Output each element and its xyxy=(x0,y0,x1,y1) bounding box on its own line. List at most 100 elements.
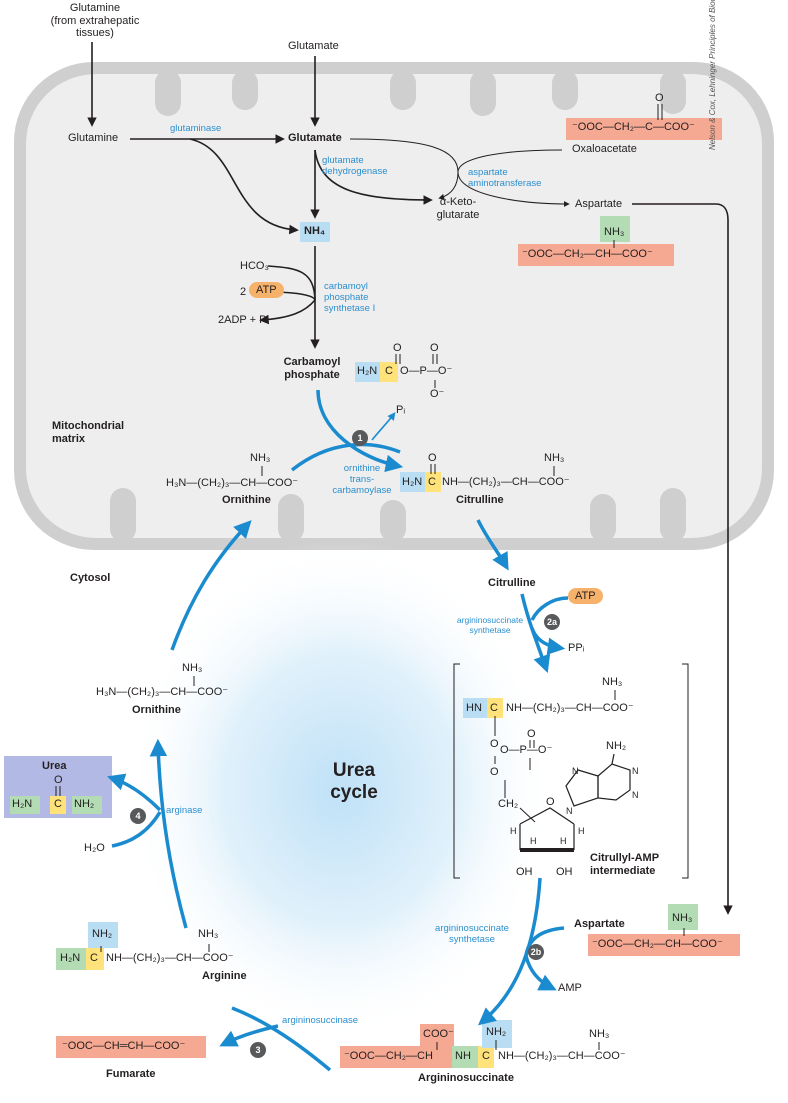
step-2a-badge: 2a xyxy=(544,614,560,630)
bicarbonate: HCO₃ xyxy=(240,260,269,272)
amp-ring-o: O xyxy=(546,796,555,808)
step-3-badge: 3 xyxy=(250,1042,266,1058)
urea-h2n: H₂N xyxy=(12,798,33,810)
arg-c: C xyxy=(90,952,98,964)
amp-o1: O xyxy=(490,738,499,750)
glutamate-source: Glutamate xyxy=(288,40,339,52)
arg-nh3: NH₃ xyxy=(198,928,219,940)
adp-pi: 2ADP + Pᵢ xyxy=(218,314,269,326)
arg-nh2: NH₂ xyxy=(92,928,113,940)
urea-c: C xyxy=(54,798,62,810)
adenine-n1: N xyxy=(572,766,579,776)
asl-label: argininosuccinase xyxy=(282,1015,359,1026)
oxaloacetate: Oxaloacetate xyxy=(572,143,637,155)
cyto-orn-formula: H₃N—(CH₂)₃—CH—COO⁻ xyxy=(96,686,229,698)
cyto-citrulline: Citrulline xyxy=(488,577,536,589)
step-4-badge: 4 xyxy=(130,808,146,824)
fumarate: Fumarate xyxy=(106,1068,156,1080)
alpha-ketoglutarate: α-Keto-glutarate xyxy=(436,196,480,221)
ribose-h4: H xyxy=(578,826,585,836)
cyto-aspartate: Aspartate xyxy=(574,918,625,930)
arginine: Arginine xyxy=(202,970,247,982)
glutaminase-label: glutaminase xyxy=(170,123,222,134)
as-rest: NH—(CH₂)₃—CH—COO⁻ xyxy=(498,1050,626,1062)
feeder-arrows xyxy=(87,42,433,349)
ammonium: NH₄ xyxy=(304,225,326,237)
glutamine-extrahepatic: Glutamine (from extrahepatic tissues) xyxy=(50,2,140,40)
mito-citrulline: Citrulline xyxy=(456,494,504,506)
arg-rest: NH—(CH₂)₃—CH—COO⁻ xyxy=(106,952,234,964)
cp-o-top: O xyxy=(393,342,402,354)
amp-phosphate: O—P—O⁻ xyxy=(500,744,553,756)
oaa-carbonyl-o: O xyxy=(655,92,664,104)
amp-released: AMP xyxy=(558,982,582,994)
ribose-ring xyxy=(519,807,575,852)
as-nh3: NH₃ xyxy=(589,1028,610,1040)
intermediate-brackets xyxy=(453,663,689,879)
cp-o-top2: O xyxy=(430,342,439,354)
cit-carbonyl-o: O xyxy=(428,452,437,464)
mito-asp-formula: ⁻OOC—CH₂—CH—COO⁻ xyxy=(522,248,653,260)
cit-rest: NH—(CH₂)₃—CH—COO⁻ xyxy=(442,476,570,488)
adenine-n2: N xyxy=(632,766,639,776)
arginase-label: arginase xyxy=(166,805,203,816)
transamination-arrows xyxy=(349,138,733,915)
argininosuccinate: Argininosuccinate xyxy=(418,1072,514,1084)
cit-c: C xyxy=(428,476,436,488)
cp-rest: O—P—O⁻ xyxy=(400,365,453,377)
cyto-asp-nh3: NH₃ xyxy=(672,912,693,924)
cp-o-bottom: O⁻ xyxy=(430,388,445,400)
as-nh2: NH₂ xyxy=(486,1026,507,1038)
as-left: ⁻OOC—CH₂—CH xyxy=(344,1050,433,1062)
step-1-badge: 1 xyxy=(352,430,368,446)
adenine-n4: N xyxy=(566,806,573,816)
cit-h2n: H₂N xyxy=(402,476,423,488)
adenine-rings xyxy=(565,753,631,807)
urea-o: O xyxy=(54,774,63,786)
cycle-glow xyxy=(125,540,555,1040)
cyto-orn-nh3: NH₃ xyxy=(182,662,203,674)
mito-glutamate: Glutamate xyxy=(288,132,342,144)
mito-glutamine: Glutamine xyxy=(68,132,119,144)
water: H₂O xyxy=(84,842,105,854)
cp-h2n: H₂N xyxy=(357,365,378,377)
amp-ch2: CH₂ xyxy=(498,798,519,810)
ribose-h2: H xyxy=(530,836,537,846)
cp-c: C xyxy=(385,365,393,377)
atp-badge-cyto: ATP xyxy=(568,588,603,604)
ppi-released: PPᵢ xyxy=(568,642,585,654)
amp-nh3: NH₃ xyxy=(602,676,623,688)
amp-hn: HN xyxy=(466,702,482,714)
pi-released: Pᵢ xyxy=(396,404,406,416)
mito-orn-formula: H₃N—(CH₂)₃—CH—COO⁻ xyxy=(166,477,299,489)
ribose-oh1: OH xyxy=(516,866,533,878)
adenine-n3: N xyxy=(632,790,639,800)
mito-orn-nh3: NH₃ xyxy=(250,452,271,464)
two-atp-prefix: 2 xyxy=(240,286,247,298)
arg-h2n: H₂N xyxy=(60,952,81,964)
as-c: C xyxy=(482,1050,490,1062)
urea-nh2: NH₂ xyxy=(74,798,95,810)
amp-o3: O xyxy=(490,766,499,778)
cyto-asp-formula: ⁻OOC—CH₂—CH—COO⁻ xyxy=(592,938,723,950)
cytosol-label: Cytosol xyxy=(70,572,111,584)
cycle-arrows xyxy=(107,389,569,1072)
cristae-bottom xyxy=(110,488,686,542)
cristae-top xyxy=(155,70,686,116)
urea-title: Urea xyxy=(42,760,67,772)
as-coo: COO⁻ xyxy=(423,1028,454,1040)
highlight-boxes xyxy=(4,118,740,1068)
amp-nh2: NH₂ xyxy=(606,740,627,752)
mito-aspartate: Aspartate xyxy=(575,198,623,210)
cyto-ornithine: Ornithine xyxy=(132,704,181,716)
amp-c: C xyxy=(490,702,498,714)
